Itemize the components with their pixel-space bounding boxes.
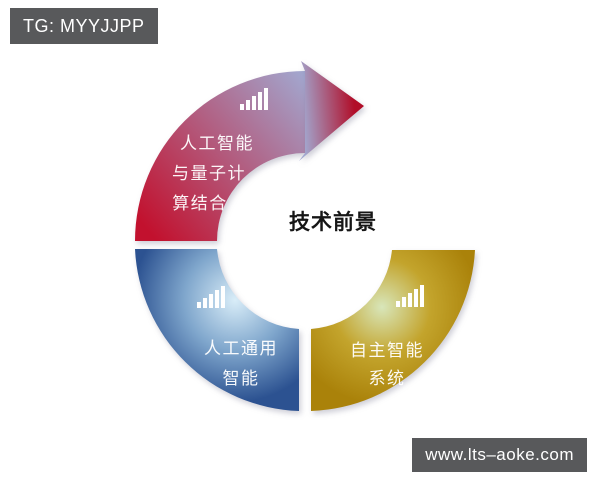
segment-ai-quantum-band [135,71,305,241]
telegram-watermark-badge: TG: MYYJJPP [10,8,158,44]
segment-agi [135,249,299,411]
diagram-center-title: 技术前景 [289,210,377,234]
segment-agi-label-line1: 人工通用 [204,339,278,358]
segment-autonomous-label-line1: 自主智能 [350,341,424,360]
segment-ai-quantum-label-line1: 人工智能 [180,134,254,153]
segment-ai-quantum-arrowhead [299,61,364,161]
segment-agi-label-line2: 智能 [223,369,260,388]
segment-autonomous-label-line2: 系统 [369,369,406,388]
segment-autonomous-systems [311,250,475,411]
segment-ai-quantum-label-line2: 与量子计 [172,164,246,183]
segment-ai-quantum-label-line3: 算结合 [172,194,228,213]
website-watermark-badge: www.lts–aoke.com [412,438,587,472]
